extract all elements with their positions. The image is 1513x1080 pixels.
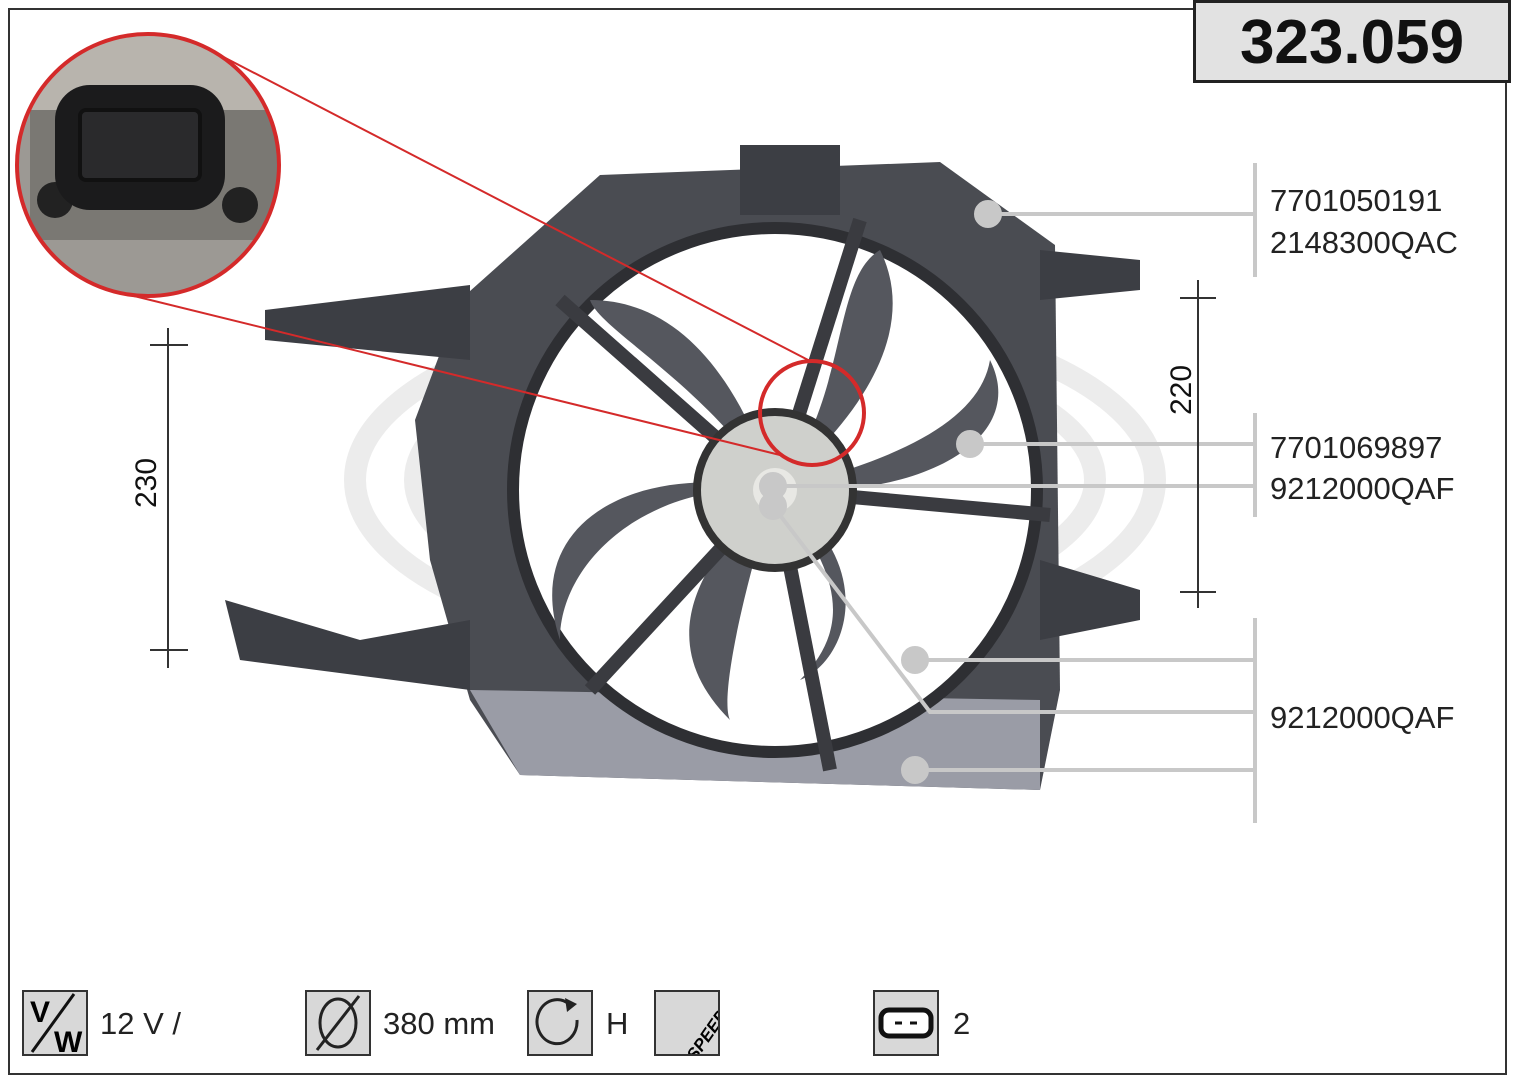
reference-number: 9212000QAF bbox=[1270, 471, 1455, 506]
voltage-value: 12 V / bbox=[100, 1006, 181, 1041]
frame bbox=[8, 8, 1507, 1075]
reference-number: 7701069897 bbox=[1270, 430, 1443, 465]
clockwise-rotation-icon bbox=[527, 990, 593, 1056]
part-number-title: 323.059 bbox=[1193, 0, 1511, 83]
connector-callout bbox=[15, 32, 866, 467]
reference-number: 9212000QAF bbox=[1270, 700, 1455, 735]
svg-text:SPEED: SPEED bbox=[683, 1006, 718, 1054]
reference-number: 2148300QAC bbox=[1270, 225, 1458, 260]
diameter-value: 380 mm bbox=[383, 1006, 495, 1041]
svg-text:V: V bbox=[30, 996, 50, 1029]
leader-lines bbox=[759, 163, 1257, 823]
svg-text:W: W bbox=[54, 1026, 83, 1054]
rotation-value: H bbox=[606, 1006, 629, 1041]
connector-photo bbox=[18, 35, 278, 295]
dimension-230: 230 bbox=[130, 457, 164, 509]
connector-icon bbox=[873, 990, 939, 1056]
dimension-lines bbox=[150, 280, 1216, 668]
dimension-220: 220 bbox=[1165, 364, 1199, 416]
speed-icon: SPEED bbox=[654, 990, 720, 1056]
reference-number: 7701050191 bbox=[1270, 183, 1443, 218]
diameter-icon bbox=[305, 990, 371, 1056]
connector-pins-value: 2 bbox=[953, 1006, 971, 1041]
